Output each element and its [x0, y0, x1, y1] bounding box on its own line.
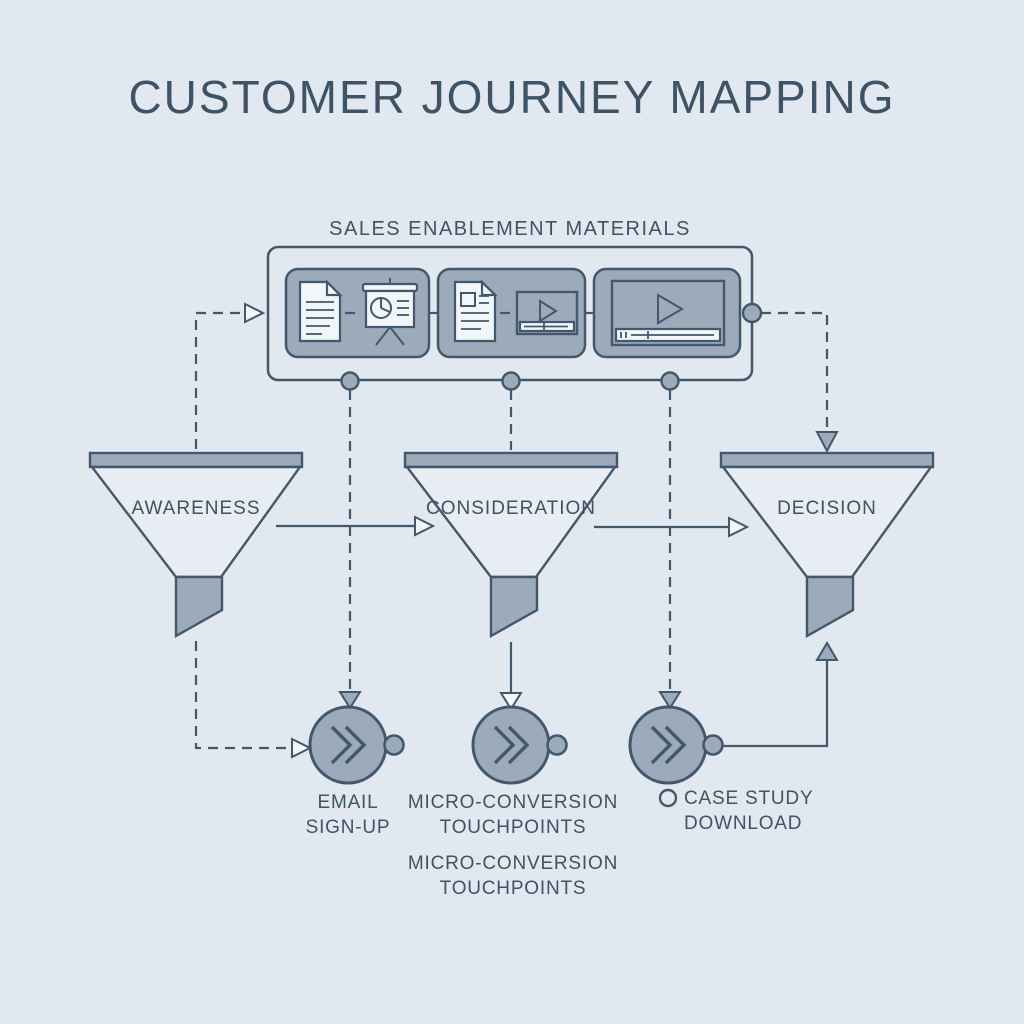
video-player-icon: [610, 279, 726, 347]
arrowhead-right-icon: [244, 302, 266, 324]
funnel-spout: [174, 575, 224, 639]
document-image-icon: [453, 279, 498, 343]
duplicate-micro-conversion-label: MICRO-CONVERSION TOUCHPOINTS: [408, 853, 618, 899]
funnel-decision: DECISION: [719, 451, 935, 639]
arrowhead-down-icon: [658, 691, 682, 710]
funnel-spout: [489, 575, 539, 639]
touchpoint-label-line2: TOUCHPOINTS: [440, 817, 587, 838]
dashed-awareness-to-email: [194, 641, 292, 750]
materials-box-label: SALES ENABLEMENT MATERIALS: [329, 218, 691, 240]
touchpoint-label-line2: SIGN-UP: [306, 817, 391, 838]
box-node: [340, 371, 360, 391]
touchpoint-node: [383, 734, 405, 756]
materials-panel-datasheet-video: [436, 267, 587, 359]
touchpoint-micro-conversion: MICRO-CONVERSION TOUCHPOINTS: [408, 705, 618, 838]
funnel-label: CONSIDERATION: [426, 498, 596, 519]
funnel-top-bar: [719, 451, 935, 469]
document-icon: [298, 279, 343, 343]
touchpoint-node: [702, 734, 724, 756]
funnel-body: [404, 465, 618, 579]
double-chevron-icon: [330, 725, 367, 765]
double-chevron-icon: [650, 725, 687, 765]
touchpoint-label-line1: MICRO-CONVERSION: [408, 792, 618, 813]
arrowhead-right-icon: [291, 737, 313, 759]
funnel-top-bar: [88, 451, 304, 469]
arrowhead-down-icon: [815, 431, 839, 454]
touchpoint-label-line1: CASE STUDY: [684, 788, 813, 809]
funnel-label: DECISION: [777, 498, 877, 519]
bullet-circle-icon: [658, 788, 678, 808]
presentation-board-icon: [361, 278, 419, 346]
touchpoint-label-line2: DOWNLOAD: [684, 813, 802, 834]
materials-panel-brochure-presentation: [284, 267, 431, 359]
touchpoint-label-line1: EMAIL: [317, 792, 378, 813]
svg-text:TOUCHPOINTS: TOUCHPOINTS: [440, 878, 587, 899]
sales-enablement-materials: SALES ENABLEMENT MATERIALS: [266, 218, 763, 391]
page-title: CUSTOMER JOURNEY MAPPING: [128, 71, 895, 123]
double-chevron-icon: [493, 725, 530, 765]
arrowhead-right-icon: [728, 516, 750, 538]
connectors: [194, 302, 839, 759]
funnel-consideration: CONSIDERATION: [403, 451, 619, 639]
dashed-awareness-to-materials: [194, 311, 242, 449]
funnel-awareness: AWARENESS: [88, 451, 304, 639]
materials-panel-video-player: [592, 267, 742, 359]
funnel-body: [720, 465, 934, 579]
svg-text:MICRO-CONVERSION: MICRO-CONVERSION: [408, 853, 618, 874]
box-node: [660, 371, 680, 391]
dashed-materials-to-decision: [761, 311, 829, 430]
video-thumbnail-icon: [515, 290, 579, 336]
touchpoint-node: [546, 734, 568, 756]
funnel-top-bar: [403, 451, 619, 469]
touchpoint-email-signup: EMAIL SIGN-UP: [306, 705, 405, 838]
box-node: [501, 371, 521, 391]
arrowhead-right-icon: [414, 515, 436, 537]
funnel-label: AWARENESS: [131, 498, 260, 519]
touchpoint-case-study-download: CASE STUDY DOWNLOAD: [628, 705, 813, 834]
arrowhead-down-icon: [338, 691, 362, 710]
funnel-body: [89, 465, 303, 579]
arrowhead-down-icon: [499, 692, 523, 711]
arrowhead-up-icon: [815, 641, 839, 661]
box-node: [741, 302, 763, 324]
funnel-spout: [805, 575, 855, 639]
line-casestudy-to-decision: [723, 660, 829, 748]
